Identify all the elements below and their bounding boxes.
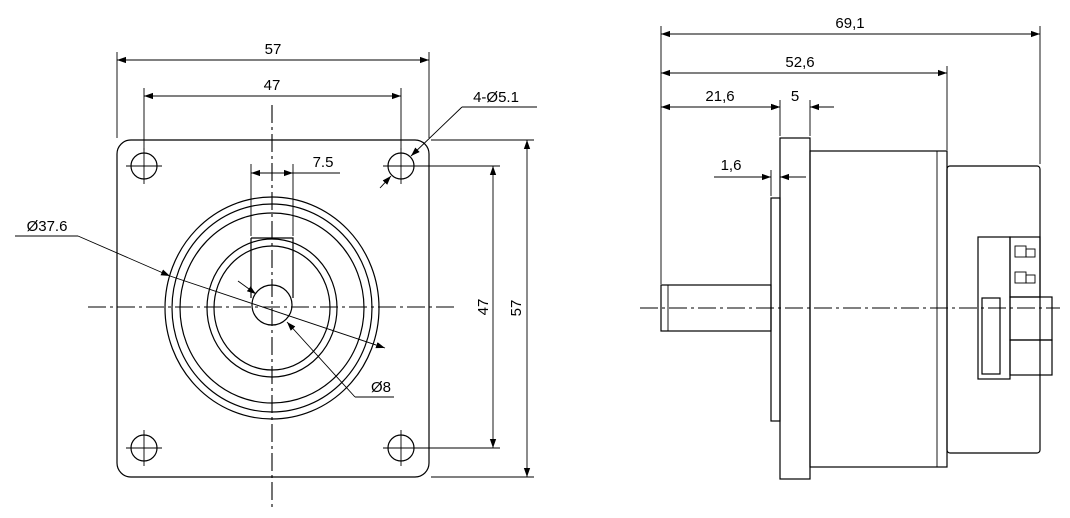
- rear-cap: [946, 165, 1041, 454]
- dim-shaft-dia-label: Ø8: [371, 379, 391, 396]
- dim-height-hole: 47: [415, 165, 500, 449]
- pilot: [770, 197, 781, 422]
- dim-shaft-length-label: 21,6: [705, 88, 734, 105]
- dim-overall-length-label: 69,1: [835, 15, 864, 32]
- dim-shaft-length: 21,6: [661, 88, 781, 136]
- dim-width-hole: 47: [143, 77, 402, 150]
- dim-height-outer-label: 57: [508, 300, 525, 317]
- dim-height-hole-label: 47: [475, 299, 492, 316]
- mounting-holes: [126, 148, 419, 466]
- dim-flange-thickness: 5: [760, 88, 834, 136]
- dim-shaft-flat-label: 7.5: [313, 154, 334, 171]
- dim-width-outer: 57: [116, 41, 430, 138]
- flange-outline: [116, 139, 430, 478]
- dim-pilot-dia-label: Ø37.6: [27, 218, 68, 235]
- dim-hole-note-label: 4-Ø5.1: [473, 89, 519, 106]
- dim-pilot-dia: Ø37.6: [15, 218, 386, 349]
- dim-pilot-depth: 1,6: [714, 157, 806, 196]
- dim-flange-thickness-label: 5: [791, 88, 799, 105]
- dim-width-outer-label: 57: [265, 41, 282, 58]
- dim-overall-length: 69,1: [660, 15, 1041, 284]
- dim-shaft-flat: 7.5: [250, 154, 340, 236]
- motor-body: [809, 150, 948, 468]
- dim-body-length: 52,6: [661, 54, 948, 150]
- side-view: 69,1 52,6 21,6 5 1,6: [640, 15, 1060, 480]
- dim-shaft-dia: Ø8: [237, 280, 394, 398]
- front-view: 57 47 4-Ø5.1 7.5 Ø37.: [15, 41, 537, 510]
- dim-hole-note: 4-Ø5.1: [379, 89, 537, 189]
- dim-width-hole-label: 47: [264, 77, 281, 94]
- dim-pilot-depth-label: 1,6: [721, 157, 742, 174]
- dim-height-outer: 57: [431, 139, 534, 478]
- dim-body-length-label: 52,6: [785, 54, 814, 71]
